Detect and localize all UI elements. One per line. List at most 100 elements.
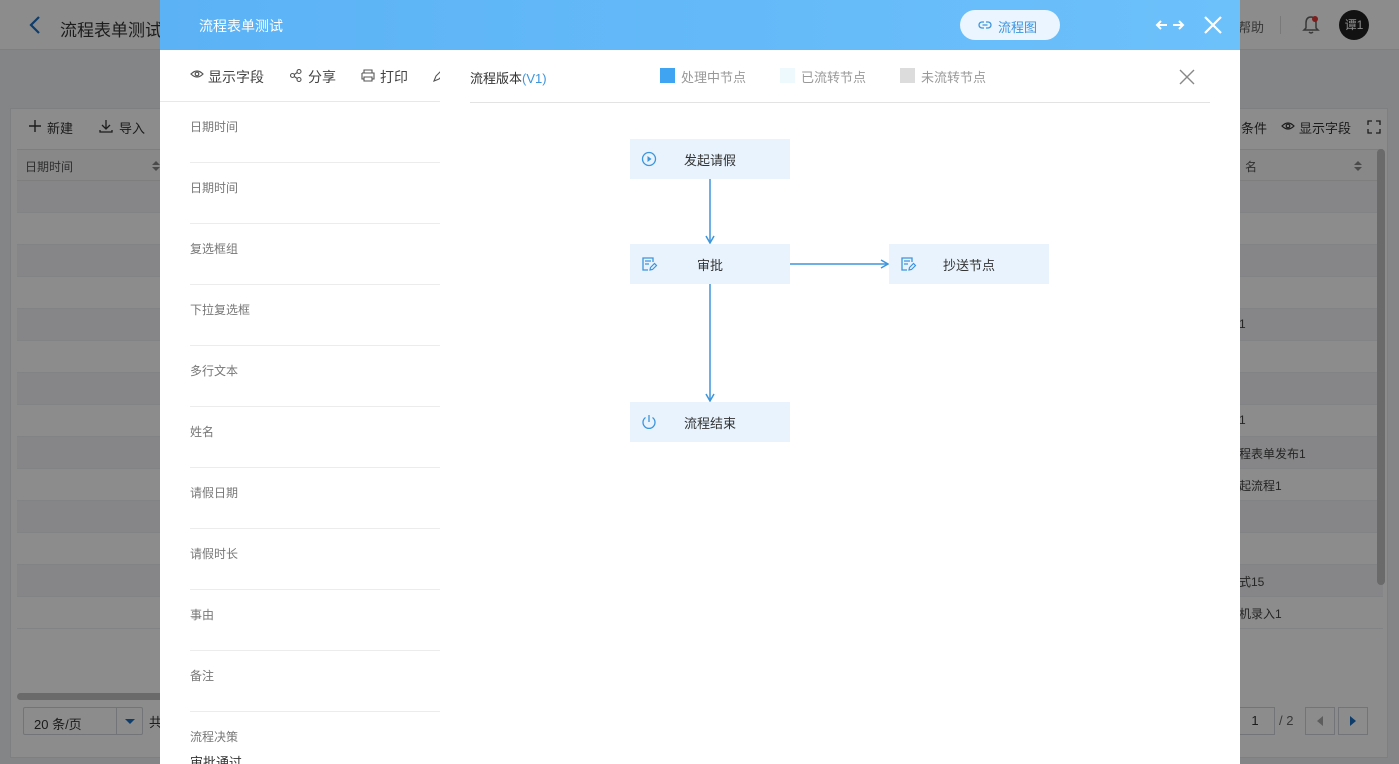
form-field[interactable]: 事由: [190, 590, 440, 651]
decision-value: 审批通过: [190, 755, 243, 764]
play-circle-icon: [641, 151, 657, 167]
pager-total: 共: [149, 715, 163, 730]
form-field[interactable]: 多行文本: [190, 346, 440, 407]
print-label: 打印: [380, 69, 408, 85]
close-dialog-icon[interactable]: [1203, 15, 1223, 35]
form-field[interactable]: 下拉复选框: [190, 285, 440, 346]
share-icon: [290, 69, 302, 82]
dialog-title: 流程表单测试: [199, 18, 283, 34]
flow-chart-button[interactable]: 流程图: [960, 10, 1060, 40]
link-icon: [978, 21, 992, 29]
edit-form-icon: [901, 257, 917, 271]
next-page-button[interactable]: [1338, 707, 1368, 735]
legend-swatch-passed: [780, 68, 795, 83]
flow-node-approve-label: 审批: [696, 258, 723, 273]
form-field[interactable]: 流程决策: [190, 712, 440, 764]
flow-divider: [470, 102, 1210, 103]
table-cell-name: 1: [1239, 317, 1246, 331]
caret-left-icon: [1317, 716, 1323, 726]
flow-node-cc-label: 抄送节点: [942, 258, 995, 273]
form-field-label: 事由: [190, 608, 215, 622]
dialog-header: 流程表单测试 流程图: [160, 0, 1240, 50]
power-icon: [642, 415, 656, 429]
form-field[interactable]: 请假日期: [190, 468, 440, 529]
form-field-label: 请假时长: [190, 547, 239, 561]
fullscreen-icon[interactable]: [1367, 120, 1381, 134]
form-field[interactable]: 日期时间: [190, 163, 440, 224]
flow-chart-panel: 流程版本(V1) 处理中节点 已流转节点 未流转节点 发起请假 审批 抄送节点: [440, 50, 1240, 764]
table-cell-name: 程表单发布1: [1239, 447, 1306, 461]
form-field-label: 姓名: [190, 425, 215, 439]
flow-node-start-label: 发起请假: [683, 153, 736, 168]
form-field[interactable]: 姓名: [190, 407, 440, 468]
flow-chart-button-label: 流程图: [998, 20, 1038, 35]
form-field-label: 复选框组: [190, 242, 239, 256]
vertical-scrollbar[interactable]: [1377, 149, 1385, 585]
legend-label-passed: 已流转节点: [801, 70, 867, 85]
conditions-label: 条件: [1241, 121, 1268, 136]
plus-icon: [29, 120, 41, 132]
flow-node-cc[interactable]: 抄送节点: [889, 244, 1049, 284]
column-header-datetime[interactable]: 日期时间: [25, 160, 74, 174]
caret-down-icon: [125, 719, 135, 724]
flow-version-label: 流程版本: [470, 71, 523, 86]
download-icon: [99, 120, 113, 133]
page-count: / 2: [1279, 713, 1294, 728]
expand-horizontal-icon[interactable]: [1155, 16, 1185, 34]
eye-icon: [1281, 122, 1295, 130]
prev-page-button[interactable]: [1305, 707, 1335, 735]
form-field-label: 流程决策: [190, 730, 239, 744]
share-label: 分享: [308, 69, 336, 85]
flow-version-value: (V1): [522, 71, 547, 86]
form-field-label: 日期时间: [190, 181, 239, 195]
header-divider: [1280, 16, 1281, 34]
flow-edges: [705, 179, 890, 403]
form-field[interactable]: 备注: [190, 651, 440, 712]
close-flow-icon[interactable]: [1178, 68, 1196, 86]
sort-icon[interactable]: [151, 159, 161, 173]
flow-node-start[interactable]: 发起请假: [630, 139, 790, 179]
app-title: 流程表单测试: [60, 21, 162, 40]
import-button-label: 导入: [119, 121, 146, 136]
avatar[interactable]: 谭1: [1339, 10, 1369, 40]
table-cell-name: 机录入1: [1239, 607, 1282, 621]
printer-icon: [361, 69, 375, 82]
form-field[interactable]: 日期时间: [190, 102, 440, 163]
flow-node-end-label: 流程结束: [683, 416, 736, 431]
form-field[interactable]: 复选框组: [190, 224, 440, 285]
form-field-label: 日期时间: [190, 120, 239, 134]
form-fields-panel: 显示字段 分享 打印 日期时间日期时间复选框组下拉复选框多行文本姓名请假日期请假…: [160, 50, 446, 764]
sort-icon[interactable]: [1353, 159, 1363, 173]
form-field[interactable]: 请假时长: [190, 529, 440, 590]
table-cell-name: 起流程1: [1239, 479, 1282, 493]
help-link[interactable]: 帮助: [1238, 20, 1265, 35]
legend-swatch-processing: [660, 68, 675, 83]
table-cell-name: 式15: [1239, 575, 1265, 589]
caret-right-icon: [1350, 716, 1356, 726]
display-fields-label: 显示字段: [1299, 121, 1352, 136]
page-number-input[interactable]: 1: [1235, 707, 1275, 735]
form-field-label: 下拉复选框: [190, 303, 251, 317]
legend-label-processing: 处理中节点: [681, 70, 747, 85]
legend-swatch-pending: [900, 68, 915, 83]
page-size-select[interactable]: 20 条/页: [23, 707, 143, 735]
form-toolbar: 显示字段 分享 打印: [160, 50, 446, 102]
page-size-caret[interactable]: [116, 708, 142, 734]
flow-node-approve[interactable]: 审批: [630, 244, 790, 284]
new-button-label: 新建: [47, 121, 74, 136]
flow-node-end[interactable]: 流程结束: [630, 402, 790, 442]
eye-icon: [190, 70, 204, 78]
conditions-button[interactable]: 条件: [1241, 118, 1267, 137]
page-size-value: 20 条/页: [34, 717, 82, 732]
display-fields-label: 显示字段: [208, 69, 264, 85]
column-header-name[interactable]: 名: [1245, 160, 1258, 174]
legend-label-pending: 未流转节点: [921, 70, 987, 85]
notification-dot: [1312, 16, 1318, 22]
horizontal-scrollbar[interactable]: [17, 693, 167, 700]
flow-version: 流程版本(V1): [470, 68, 547, 87]
form-field-label: 备注: [190, 669, 215, 683]
edit-form-icon: [642, 257, 658, 271]
back-arrow-icon[interactable]: [26, 14, 46, 36]
form-field-label: 多行文本: [190, 364, 239, 378]
table-cell-name: 1: [1239, 413, 1246, 427]
